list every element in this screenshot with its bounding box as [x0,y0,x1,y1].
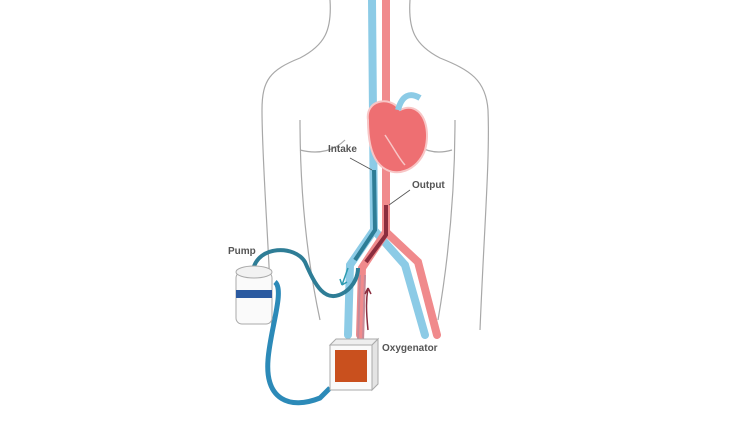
arrow-down-icon [339,267,349,286]
intake-label: Intake [328,144,357,155]
pump [235,265,273,325]
body-outline [261,0,489,331]
pump-label: Pump [228,246,256,257]
arrow-up-icon [364,287,372,331]
output-label: Output [412,180,445,191]
output-leader [388,189,411,206]
intake-leader [349,157,373,171]
oxygenator-line [357,274,366,343]
heart [366,92,428,174]
oxygenator [328,337,380,392]
drain-tube [251,248,360,299]
venous-cannula [353,169,378,262]
return-tube [265,280,332,406]
arterial-cannula [364,205,388,264]
oxygenator-label: Oxygenator [382,343,438,354]
